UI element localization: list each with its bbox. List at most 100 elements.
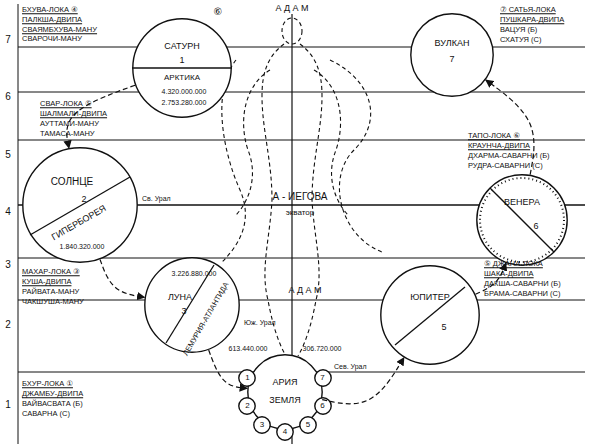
dvipa-name: ШАКА-ДВИПА — [484, 270, 534, 278]
circle-shape — [477, 175, 567, 265]
hatch-ring — [480, 178, 564, 262]
equator-note: экватор — [286, 209, 315, 217]
manu-name: ДХАРМА-САВАРНИ (Б) — [468, 152, 550, 160]
node-text: 1 — [245, 374, 249, 382]
figure-name: А Д А М — [275, 4, 308, 13]
dashed-loop — [330, 60, 382, 252]
circle-shape — [23, 148, 137, 262]
figure-name: А Д А М — [288, 286, 321, 295]
loka-name: МАХАР-ЛОКА ③ — [22, 268, 80, 276]
node-text: АРКТИКА — [164, 74, 200, 82]
dvipa-name: ПАЛКША-ДВИПА — [22, 16, 82, 24]
node-text: 4 — [283, 428, 287, 436]
node-text: 5 — [306, 421, 310, 429]
loka-name: СВАР-ЛОКА ⑤ — [40, 100, 92, 108]
manu-name: РУДРА-САВАРНИ (С) — [468, 162, 543, 170]
diameter-line — [132, 67, 232, 68]
row-number: 4 — [5, 207, 11, 217]
loka-name: ⑦ САТЬЯ-ЛОКА — [500, 6, 556, 14]
figure-name: А - ИЕГОВА — [272, 192, 327, 202]
planet-circle: ВУЛКАН 7 — [410, 13, 494, 97]
row-number: 3 — [5, 260, 11, 270]
level-line — [18, 47, 585, 48]
row-number: 6 — [5, 92, 11, 102]
circle-shape — [277, 424, 293, 440]
node-text: 2 — [81, 195, 86, 204]
level-line — [18, 92, 585, 93]
manu-name: ЧАКШУША-МАНУ — [22, 298, 84, 306]
node-text: 7 — [449, 55, 454, 64]
dvipa-name: ДЖАМБУ-ДВИПА — [22, 390, 83, 398]
row-number: 1 — [5, 400, 11, 410]
manu-name: ТАМАСА-МАНУ — [40, 130, 95, 138]
planet-circle: СОЛНЦЕ2ГИПЕРБОРЕЯ1.840.320.000 — [22, 147, 138, 263]
node-text: 1 — [179, 56, 184, 65]
callout-number: ⑥ — [214, 7, 223, 17]
node-text: АРИЯ — [273, 378, 298, 387]
round-circle: 3 — [253, 416, 271, 434]
place-note: Сев. Урал — [334, 363, 367, 370]
diameter-line — [395, 287, 465, 345]
node-text: 7 — [320, 374, 324, 382]
circle-outline — [380, 265, 480, 365]
circle-shape — [300, 417, 316, 433]
round-circle: 2 — [238, 397, 256, 415]
manu-name: САВАРНА (С) — [22, 410, 70, 418]
node-text: ЗЕМЛЯ — [269, 396, 300, 405]
node-text: 4.320.000.000 — [162, 88, 207, 95]
node-text: 306.720.000 — [303, 345, 342, 352]
manu-name: ВАЙВАСВАТА (Б) — [22, 400, 83, 408]
dvipa-name: ШАЛМАЛИ-ДВИПА — [40, 110, 107, 118]
node-text: ВУЛКАН — [435, 39, 470, 48]
circle-shape — [133, 19, 231, 117]
manu-name: ВАЦУЯ (Б) — [500, 26, 537, 34]
node-text: 3.226.880.000 — [172, 270, 217, 277]
row-number: 5 — [5, 150, 11, 160]
loka-name: ТАПО-ЛОКА ⑥ — [468, 132, 520, 140]
node-text: САТУРН — [164, 42, 199, 51]
node-text: 2 — [245, 402, 249, 410]
circle-shape — [254, 417, 270, 433]
row-number: 7 — [5, 35, 11, 45]
round-connector — [486, 80, 534, 175]
diameter-line — [490, 188, 554, 252]
loka-name: ⑤ ДЖАНА-ЛОКА — [484, 260, 543, 268]
manu-name: СХАТУЯ (С) — [500, 36, 542, 44]
round-circle: 1 — [238, 369, 256, 387]
row-number: 2 — [5, 320, 11, 330]
planet-circle: ЮПИТЕР5 — [380, 265, 480, 365]
round-connector — [322, 358, 404, 404]
dvipa-name: ПУШКАРА-ДВИПА — [500, 16, 564, 24]
manu-name: БРАМА-САВАРНИ (С) — [484, 290, 561, 298]
scale-axis — [18, 4, 19, 444]
manu-name: РАЙВАТА-МАНУ — [22, 288, 79, 296]
node-text: 613.440.000 — [229, 345, 268, 352]
manu-name: АУТТАМИ-МАНУ — [40, 120, 99, 128]
node-text: 6 — [320, 402, 324, 410]
diameter-line — [166, 265, 214, 343]
circle-shape — [381, 266, 479, 364]
circle-shape — [314, 370, 330, 386]
place-note: Св. Урал — [142, 195, 171, 202]
node-text: ЛУНА — [168, 293, 192, 302]
loka-name: БХУР-ЛОКА ① — [22, 380, 73, 388]
dvipa-name: КРАУНЧА-ДВИПА — [468, 142, 530, 150]
dvipa-name: КУША-ДВИПА — [22, 278, 71, 286]
node-text: 3 — [181, 307, 186, 316]
circle-shape — [239, 370, 255, 386]
round-circle: 7 — [314, 369, 332, 387]
node-text: 2.753.280.000 — [162, 99, 207, 106]
level-line — [18, 300, 585, 301]
node-text: ВЕНЕРА — [504, 198, 540, 207]
node-text: ЮПИТЕР — [410, 293, 450, 302]
manu-name: ДАКША-САВАРНИ (Б) — [484, 280, 561, 288]
round-circle: 5 — [299, 416, 317, 434]
circle-outline — [476, 174, 568, 266]
figure-arm — [236, 70, 270, 215]
round-circle: 4 — [276, 423, 294, 441]
manu-name: СВАЯМБХУВА-МАНУ — [22, 26, 97, 34]
loka-name: БХУВА-ЛОКА ④ — [22, 6, 78, 14]
circle-shape — [411, 14, 493, 96]
circle-shape — [314, 397, 330, 413]
